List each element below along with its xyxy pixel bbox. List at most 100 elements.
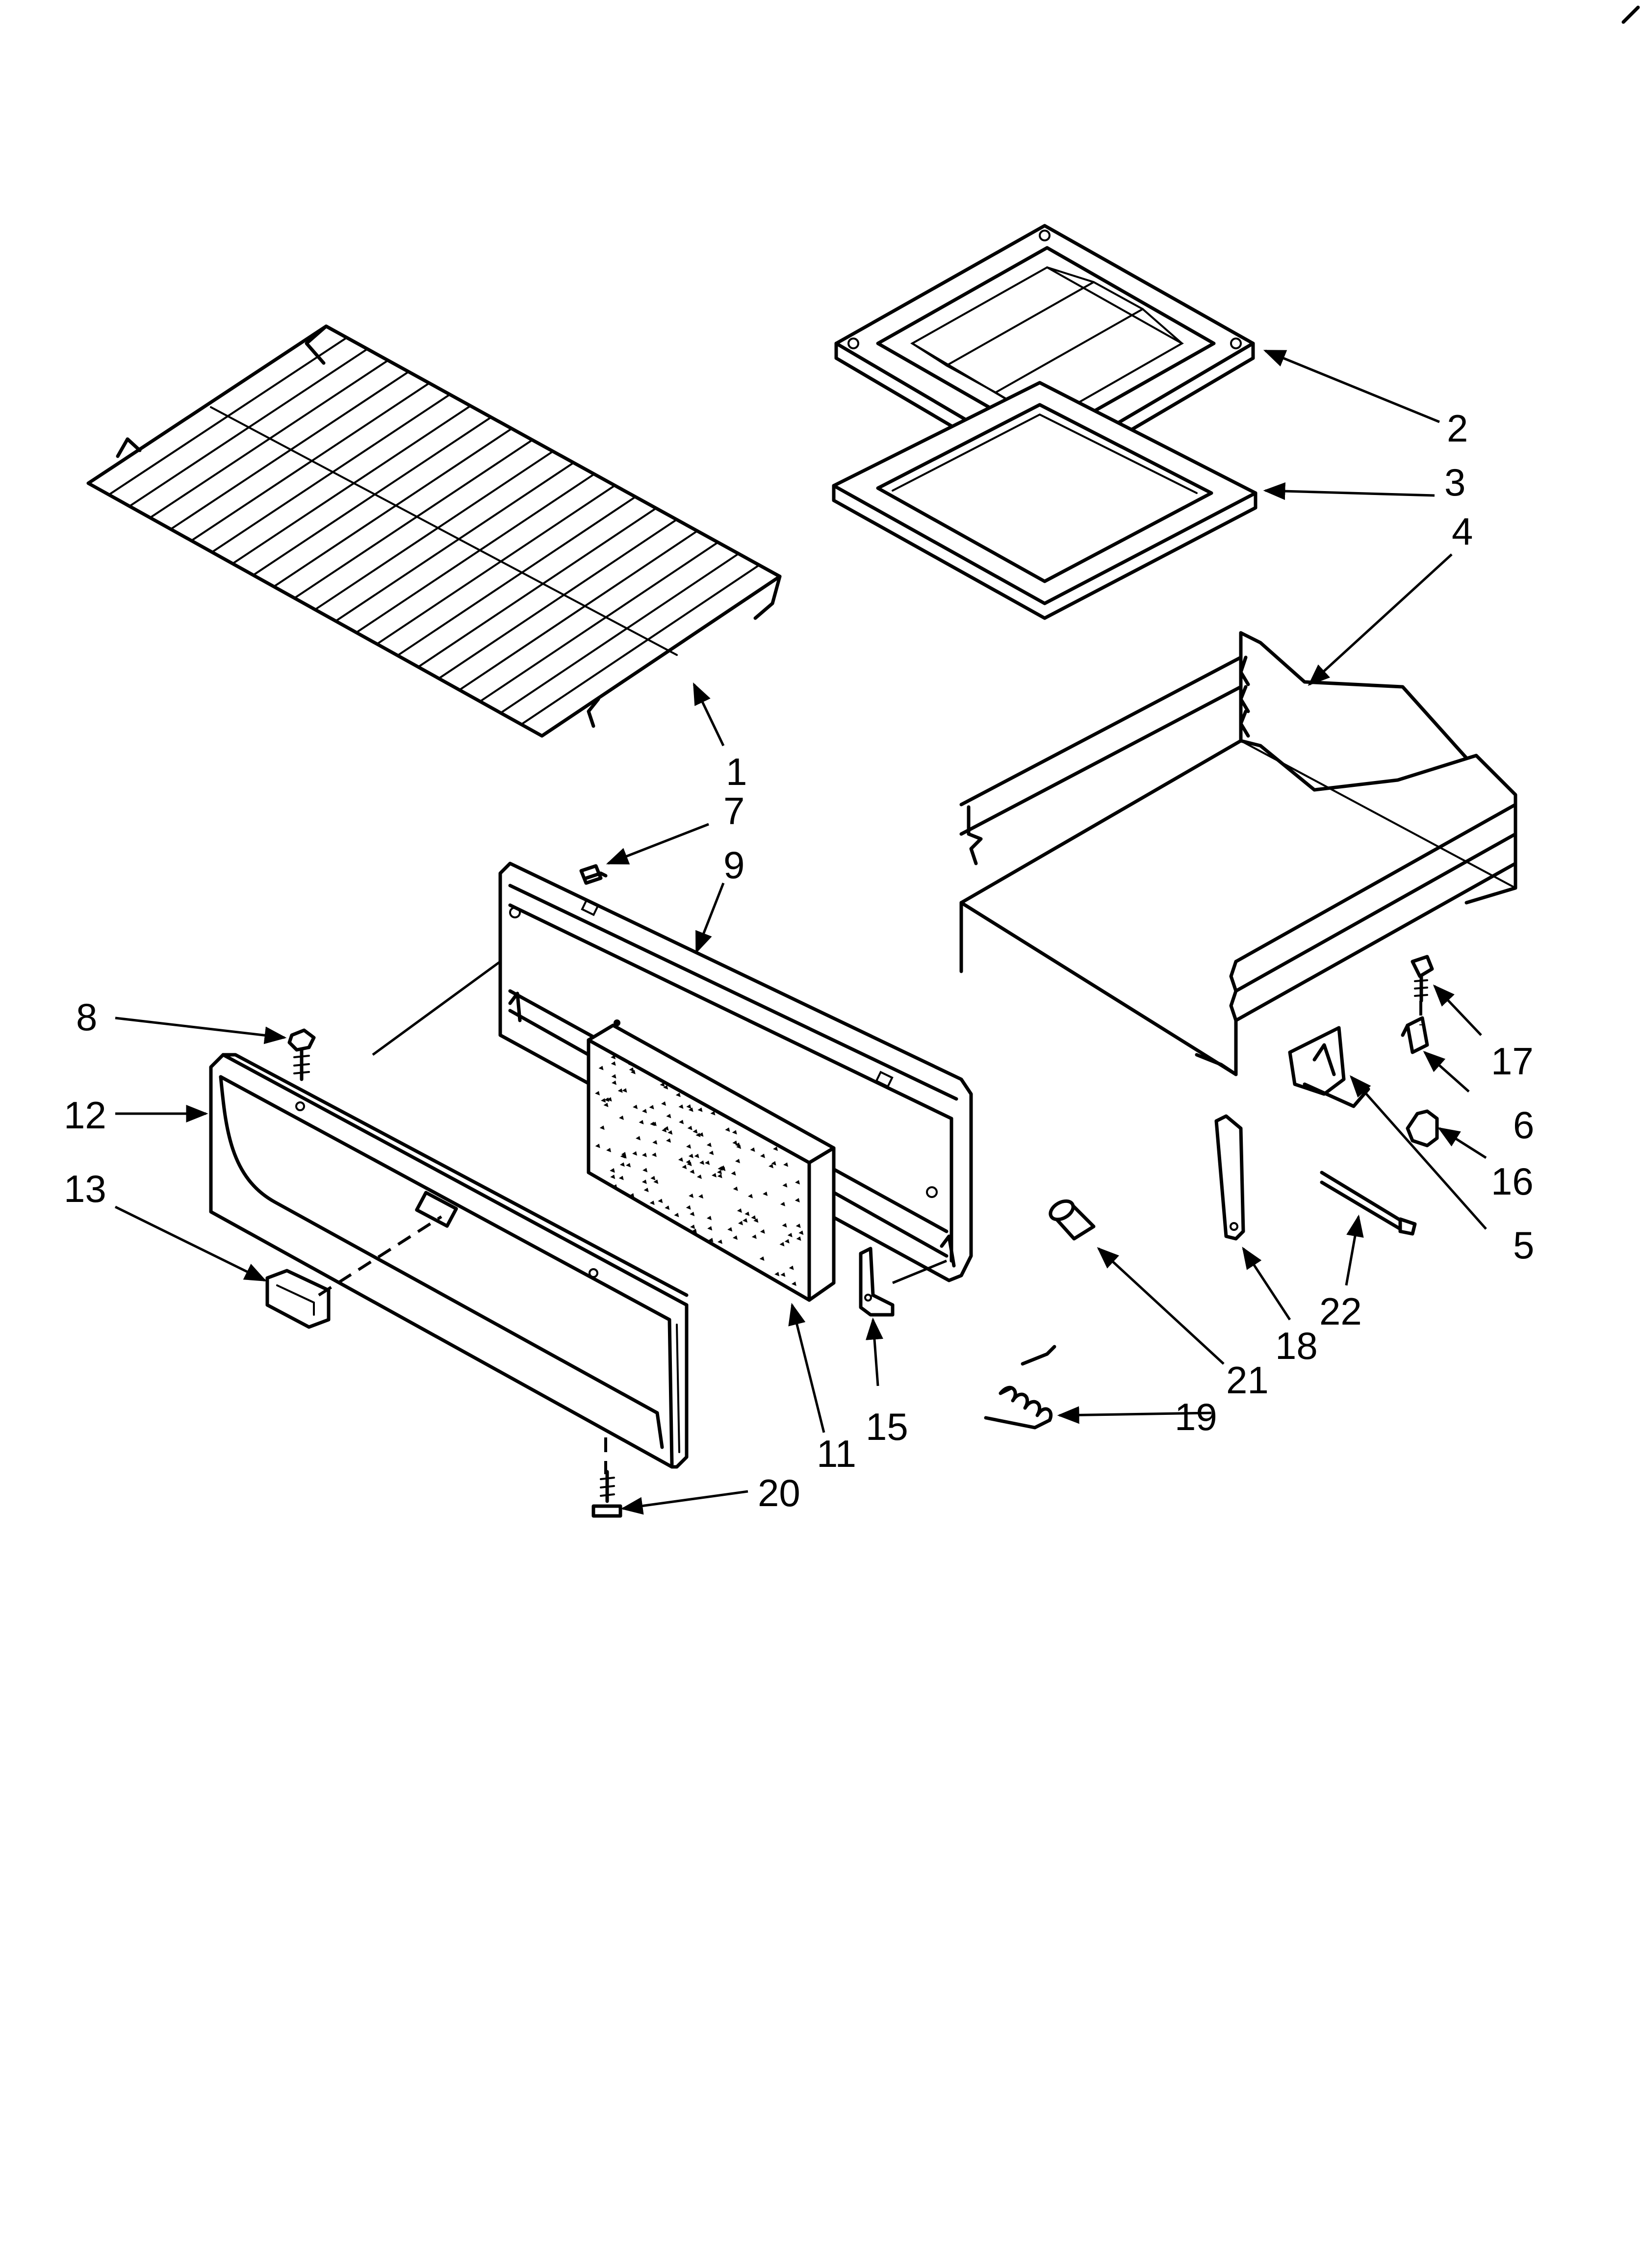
insulation-speckle	[717, 1170, 722, 1174]
insulation-speckle	[611, 1055, 616, 1060]
insulation-speckle	[667, 1130, 673, 1135]
callout-12: 12	[64, 1094, 106, 1137]
callout-11: 11	[817, 1432, 856, 1475]
callout-21: 21	[1226, 1358, 1269, 1402]
insulation-speckle	[612, 1184, 617, 1189]
insulation-speckle	[641, 1179, 647, 1184]
insulation-speckle	[610, 1168, 615, 1173]
insulation-speckle	[650, 1175, 656, 1180]
insulation-speckle	[679, 1120, 684, 1124]
insulation-speckle	[599, 1125, 605, 1130]
insulation-speckle	[687, 1125, 693, 1130]
insulation-speckle	[717, 1239, 722, 1244]
insulation-speckle	[733, 1186, 738, 1191]
insulation-speckle	[612, 1080, 617, 1085]
insulation-speckle	[688, 1107, 693, 1112]
insulation-speckle	[674, 1213, 679, 1218]
roller-21	[1049, 1199, 1096, 1241]
insulation-speckle	[732, 1130, 737, 1135]
rack-bar	[355, 473, 595, 634]
insulation-speckle	[727, 1227, 733, 1232]
rack-bar	[211, 393, 451, 553]
insulation-speckle	[711, 1173, 717, 1178]
insulation-speckle	[744, 1211, 750, 1216]
callout-15: 15	[866, 1405, 908, 1448]
callout-2: 2	[1447, 407, 1468, 450]
rack-bar	[437, 519, 678, 679]
insulation-speckle	[682, 1165, 687, 1170]
insulation-speckle	[641, 1152, 647, 1157]
insulation-speckle	[687, 1162, 692, 1167]
insulation-speckle	[759, 1256, 765, 1261]
callout-18: 18	[1275, 1324, 1318, 1367]
insulation-speckle	[693, 1129, 698, 1134]
insulation-speckle	[751, 1215, 756, 1220]
insulation-speckle	[698, 1194, 703, 1199]
insulation-speckle	[661, 1101, 666, 1106]
insulation-speckle	[719, 1165, 725, 1170]
insulation-speckle	[639, 1120, 644, 1124]
insulation-speckle	[796, 1236, 801, 1241]
insulation-speckle	[610, 1174, 616, 1179]
insulation-speckle	[782, 1223, 787, 1228]
screw-17	[1411, 955, 1434, 1003]
insulation-speckle	[791, 1281, 796, 1286]
insulation-speckle	[622, 1088, 627, 1093]
insulation-speckle	[678, 1104, 684, 1109]
callout-19: 19	[1175, 1395, 1217, 1438]
insulation-speckle	[598, 1066, 604, 1070]
rack-bar	[417, 507, 657, 668]
insulation-speckle	[686, 1104, 692, 1109]
insulation-speckle	[621, 1152, 626, 1157]
callout-20: 20	[758, 1471, 800, 1514]
insulation-speckle	[642, 1109, 647, 1114]
insulation-speckle	[630, 1069, 636, 1074]
insulation-speckle	[736, 1144, 742, 1149]
insulation-speckle	[678, 1157, 683, 1162]
insulation-speckle	[783, 1162, 789, 1167]
insulation-speckle	[629, 1067, 634, 1072]
insulation-speckle	[651, 1121, 657, 1126]
insulation-speckle	[782, 1183, 788, 1188]
insulation-speckle	[603, 1102, 609, 1107]
rack-bar	[108, 337, 348, 496]
rack-bar	[520, 564, 760, 726]
rack-bar	[149, 359, 389, 519]
insulation-speckle	[660, 1082, 665, 1087]
rack-bar	[252, 416, 492, 576]
broiler-pan-part	[832, 381, 1257, 620]
rack-bar	[376, 484, 616, 645]
rack-bar	[293, 439, 534, 600]
insulation-speckle	[732, 1140, 738, 1145]
rack-bar	[314, 450, 554, 611]
insulation-speckle	[760, 1153, 765, 1158]
insulation-speckle	[611, 1061, 616, 1066]
insulation-speckle	[675, 1093, 681, 1097]
clip-6	[1401, 1016, 1429, 1054]
insulation-speckle	[760, 1229, 765, 1234]
corner-mark	[1621, 5, 1640, 24]
insulation-speckle	[753, 1218, 759, 1223]
insulation-speckle	[642, 1168, 648, 1173]
arm-18	[1214, 1114, 1245, 1241]
callout-6: 6	[1513, 1103, 1534, 1147]
insulation-speckle	[787, 1233, 793, 1238]
handle-part	[265, 1269, 331, 1329]
insulation-speckle	[795, 1224, 801, 1228]
insulation-speckle	[780, 1201, 785, 1206]
insulation-speckle	[601, 1098, 606, 1103]
assembly-lines	[318, 960, 1422, 1474]
bracket-15	[859, 1247, 895, 1317]
insulation-speckle	[772, 1147, 778, 1151]
insulation-speckle	[707, 1226, 713, 1231]
insulation-speckle	[604, 1097, 610, 1102]
rack-bar	[273, 427, 513, 588]
insulation-speckle	[664, 1126, 669, 1131]
insulation-speckle	[686, 1205, 691, 1210]
callout-3: 3	[1444, 461, 1465, 504]
callout-8: 8	[76, 995, 97, 1039]
insulation-speckle	[658, 1199, 663, 1203]
insulation-speckle	[774, 1272, 780, 1277]
insulation-speckle	[652, 1140, 658, 1145]
